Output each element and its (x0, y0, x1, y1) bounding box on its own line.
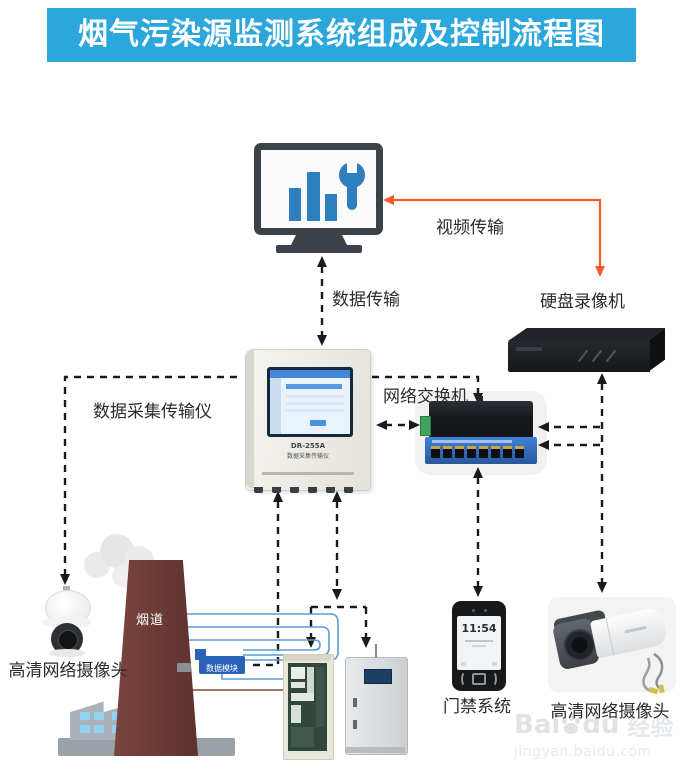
watermark-brand-cn: 经验 (627, 715, 674, 741)
switch-front-panel (425, 437, 537, 464)
card-reader-icon (452, 671, 506, 687)
data-transmission-label: 数据传输 (332, 290, 400, 310)
collector-label: 数据采集传输仪 (93, 402, 212, 422)
monitor-stand (290, 233, 348, 247)
data-module-box: 数据模块 (199, 656, 245, 674)
access-time: 11:54 (461, 622, 497, 635)
dvr-top (508, 328, 665, 341)
baidu-paw-icon (561, 715, 581, 735)
dvr-side (648, 328, 665, 372)
control-cabinet (345, 644, 408, 755)
title-banner: 烟气污染源监测系统组成及控制流程图 (47, 8, 636, 62)
monitor-screen (254, 143, 383, 235)
cabinet-handle (353, 698, 357, 707)
switch-fiber-port (420, 416, 431, 436)
cabinet-display (364, 669, 392, 684)
collector-model-sub: 数据采集传输仪 (286, 453, 329, 460)
analyzer-cabinet-interior (288, 663, 327, 751)
collector-model: DR-255A (290, 442, 326, 450)
camera-right-label: 高清网络摄像头 (550, 702, 670, 722)
analyzer-cabinet (283, 654, 334, 760)
factory-window (80, 712, 90, 720)
switch-label: 网络交换机 (383, 387, 468, 407)
flue-sensor-gray (177, 663, 191, 672)
bar-chart-icon (289, 188, 301, 221)
baidu-watermark: Bai du 经验 jingyan.baidu.com (514, 708, 673, 760)
flue-label: 烟道 (136, 613, 165, 628)
dvr-front (508, 341, 650, 372)
dvr-label: 硬盘录像机 (540, 292, 625, 312)
collector-screen (267, 367, 353, 437)
video-transmission-label: 视频传输 (436, 218, 504, 238)
watermark-brand-suffix: du (582, 710, 620, 740)
camera-left-label: 高清网络摄像头 (8, 661, 128, 681)
collector-brand-strip (262, 472, 354, 475)
page-title: 烟气污染源监测系统组成及控制流程图 (78, 17, 605, 52)
access-label: 门禁系统 (443, 697, 511, 717)
access-control-device: 11:54 (452, 601, 506, 691)
data-module-label: 数据模块 (206, 664, 238, 673)
watermark-url: jingyan.baidu.com (514, 744, 652, 760)
access-screen: 11:54 (457, 616, 501, 670)
switch-body (429, 401, 533, 439)
watermark-brand-prefix: Bai (514, 710, 561, 740)
dvr-device (508, 328, 665, 374)
ptz-mount (63, 586, 70, 591)
data-collector-device: DR-255A 数据采集传输仪 (245, 349, 371, 493)
access-camera-dots (472, 609, 475, 612)
ethernet-port (431, 446, 440, 458)
dvr-brand-mark (516, 347, 542, 351)
network-switch-device (416, 392, 542, 472)
